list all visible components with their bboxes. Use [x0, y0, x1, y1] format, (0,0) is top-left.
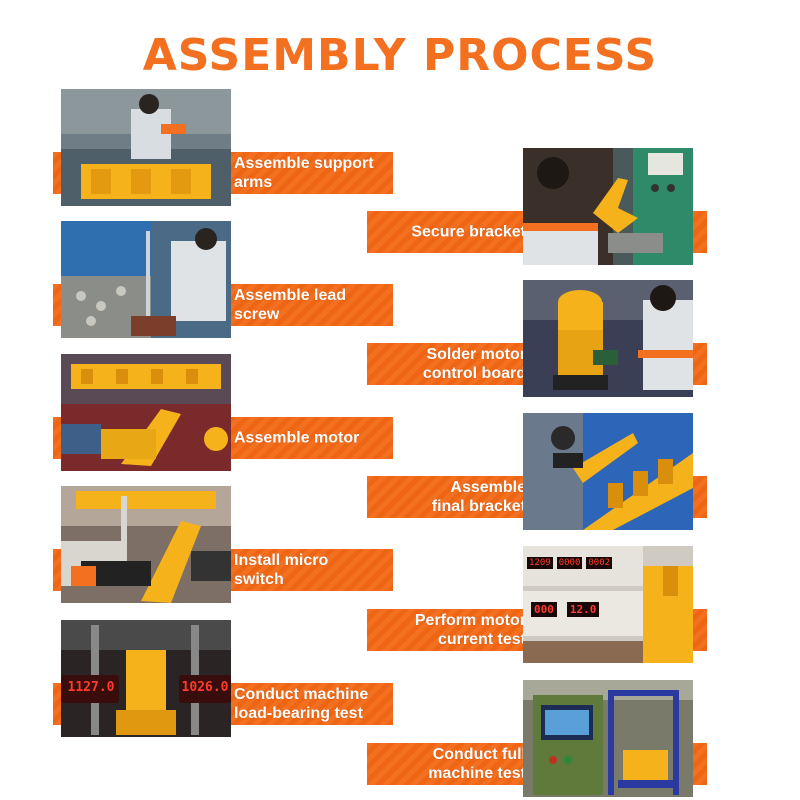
step-label: Conduct machine load-bearing test [234, 686, 369, 722]
meter-readout: 0000 [556, 557, 583, 569]
photo-secure-bracket [523, 148, 693, 265]
load-readout-left: 1127.0 [67, 680, 115, 695]
photo-motor-current-test: 1209 0000 0002 000 12.0 [523, 546, 693, 663]
step-label: Assemble final bracket [431, 479, 526, 515]
load-readout-right: 1026.0 [181, 680, 229, 695]
voltage-readout: 12.0 [566, 602, 600, 617]
step-label: Perform motor current test [414, 612, 526, 648]
photo-full-machine-test [523, 680, 693, 797]
meter-readout: 1209 [527, 557, 553, 569]
current-readout: 000 [531, 602, 557, 617]
step-label: Assemble lead screw [234, 287, 347, 323]
photo-assemble-final-bracket [523, 413, 693, 530]
photo-solder-motor-control-board [523, 280, 693, 397]
step-label: Solder motor control board [422, 346, 526, 382]
photo-assemble-lead-screw [61, 221, 231, 338]
photo-assemble-motor [61, 354, 231, 471]
step-label: Conduct full machine test [428, 746, 526, 782]
step-label: Assemble motor [234, 429, 360, 447]
step-label: Assemble support arms [234, 155, 374, 191]
step-label: Install micro switch [234, 552, 329, 588]
photo-assemble-support-arms [61, 89, 231, 206]
photo-install-micro-switch [61, 486, 231, 603]
photo-load-bearing-test: 1127.0 1026.0 [61, 620, 231, 737]
page-title: ASSEMBLY PROCESS [142, 30, 658, 81]
step-label: Secure bracket [411, 223, 526, 241]
meter-readout: 0002 [586, 557, 613, 569]
